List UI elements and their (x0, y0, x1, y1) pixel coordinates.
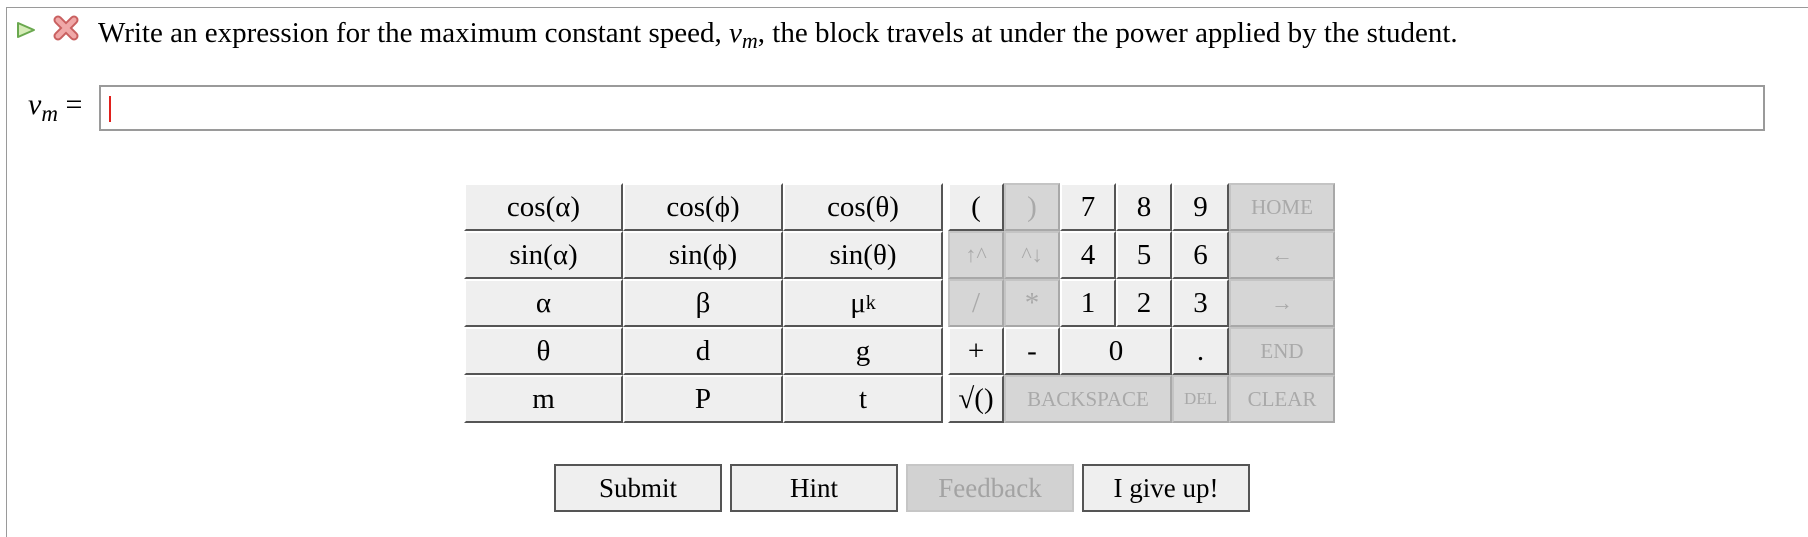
key-backspace: BACKSPACE (1004, 375, 1172, 423)
key-plus[interactable]: + (948, 327, 1004, 375)
key-left-arrow: ← (1229, 231, 1335, 279)
key-sin-theta[interactable]: sin(θ) (783, 231, 943, 279)
key-cos-alpha[interactable]: cos(α) (464, 183, 623, 231)
question-suffix: , the block travels at under the power a… (757, 17, 1458, 49)
key-right-arrow: → (1229, 279, 1335, 327)
answer-input[interactable] (99, 85, 1765, 131)
key-sin-alpha[interactable]: sin(α) (464, 231, 623, 279)
key-minus[interactable]: - (1004, 327, 1060, 375)
key-4[interactable]: 4 (1060, 231, 1116, 279)
key-9[interactable]: 9 (1172, 183, 1229, 231)
question-variable: vm (729, 17, 758, 53)
key-8[interactable]: 8 (1116, 183, 1172, 231)
key-open-paren[interactable]: ( (948, 183, 1004, 231)
key-cos-phi[interactable]: cos(ϕ) (623, 183, 783, 231)
key-5[interactable]: 5 (1116, 231, 1172, 279)
key-cos-theta[interactable]: cos(θ) (783, 183, 943, 231)
key-P[interactable]: P (623, 375, 783, 423)
key-multiply: * (1004, 279, 1060, 327)
question-prefix: Write an expression for the maximum cons… (98, 17, 722, 49)
answer-label: vm = (28, 88, 83, 126)
text-caret (109, 96, 111, 122)
feedback-button: Feedback (906, 464, 1074, 512)
key-del: DEL (1172, 375, 1229, 423)
key-0[interactable]: 0 (1060, 327, 1172, 375)
key-d[interactable]: d (623, 327, 783, 375)
key-superscript-up: ↑^ (948, 231, 1004, 279)
key-superscript-down: ^↓ (1004, 231, 1060, 279)
question-text: Write an expression for the maximum cons… (98, 15, 1458, 53)
key-beta[interactable]: β (623, 279, 783, 327)
key-1[interactable]: 1 (1060, 279, 1116, 327)
key-2[interactable]: 2 (1116, 279, 1172, 327)
key-alpha[interactable]: α (464, 279, 623, 327)
key-clear: CLEAR (1229, 375, 1335, 423)
key-sin-phi[interactable]: sin(ϕ) (623, 231, 783, 279)
play-icon[interactable] (16, 21, 36, 39)
key-t[interactable]: t (783, 375, 943, 423)
key-sqrt[interactable]: √() (948, 375, 1004, 423)
key-divide: / (948, 279, 1004, 327)
key-3[interactable]: 3 (1172, 279, 1229, 327)
give-up-button[interactable]: I give up! (1082, 464, 1250, 512)
key-close-paren: ) (1004, 183, 1060, 231)
key-dot[interactable]: . (1172, 327, 1229, 375)
submit-button[interactable]: Submit (554, 464, 722, 512)
key-home: HOME (1229, 183, 1335, 231)
key-theta[interactable]: θ (464, 327, 623, 375)
close-icon[interactable] (52, 14, 80, 42)
question-panel (6, 7, 1808, 537)
key-g[interactable]: g (783, 327, 943, 375)
key-end: END (1229, 327, 1335, 375)
key-6[interactable]: 6 (1172, 231, 1229, 279)
hint-button[interactable]: Hint (730, 464, 898, 512)
key-7[interactable]: 7 (1060, 183, 1116, 231)
key-m[interactable]: m (464, 375, 623, 423)
